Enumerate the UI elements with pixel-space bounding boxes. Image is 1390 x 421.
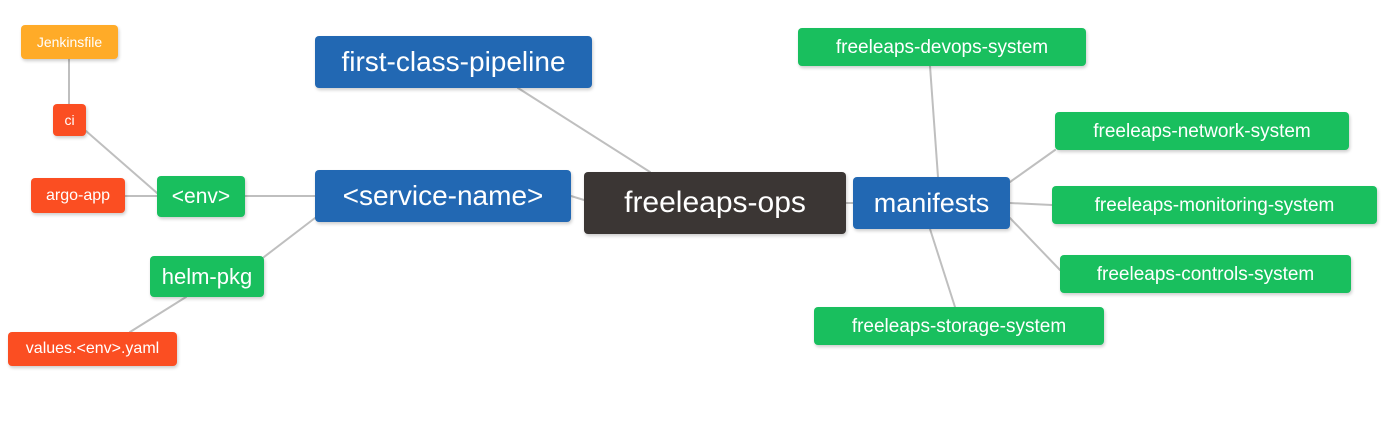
node-first-class-pipeline[interactable]: first-class-pipeline [315,36,592,88]
node-service-name[interactable]: <service-name> [315,170,571,222]
node-label-first-class-pipeline: first-class-pipeline [341,46,566,77]
edge-service-name-to-freeleaps-ops [570,195,585,201]
edge-service-name-to-helm-pkg [263,217,316,258]
edge-helm-pkg-to-values-yaml [129,296,187,333]
node-label-manifests: manifests [873,187,990,218]
node-jenkinsfile[interactable]: Jenkinsfile [21,25,118,59]
node-manifests[interactable]: manifests [853,177,1010,229]
edge-first-class-pipeline-to-freeleaps-ops [517,87,651,173]
edge-manifests-to-freeleaps-devops-system [929,65,939,178]
node-freeleaps-network-system[interactable]: freeleaps-network-system [1055,112,1349,150]
node-label-freeleaps-controls-system: freeleaps-controls-system [1096,263,1315,285]
node-label-ci: ci [64,112,75,128]
node-helm-pkg[interactable]: helm-pkg [150,256,264,297]
edge-manifests-to-freeleaps-network-system [1009,149,1056,183]
node-label-freeleaps-network-system: freeleaps-network-system [1093,120,1311,142]
node-freeleaps-storage-system[interactable]: freeleaps-storage-system [814,307,1104,345]
node-label-service-name: <service-name> [342,180,544,211]
node-argo-app[interactable]: argo-app [31,178,125,213]
edge-manifests-to-freeleaps-monitoring-system [1009,202,1053,206]
edge-manifests-to-freeleaps-controls-system [1009,217,1061,271]
node-label-helm-pkg: helm-pkg [161,263,253,289]
node-label-env: <env> [171,185,231,208]
node-env[interactable]: <env> [157,176,245,217]
node-ci[interactable]: ci [53,104,86,136]
node-label-argo-app: argo-app [45,186,111,204]
node-freeleaps-devops-system[interactable]: freeleaps-devops-system [798,28,1086,66]
node-label-jenkinsfile: Jenkinsfile [36,34,103,50]
node-label-freeleaps-storage-system: freeleaps-storage-system [851,315,1067,337]
node-label-values-yaml: values.<env>.yaml [25,340,160,357]
node-label-freeleaps-ops: freeleaps-ops [624,186,806,219]
edge-manifests-to-freeleaps-storage-system [929,228,956,308]
node-values-yaml[interactable]: values.<env>.yaml [8,332,177,366]
node-freeleaps-monitoring-system[interactable]: freeleaps-monitoring-system [1052,186,1377,224]
node-freeleaps-controls-system[interactable]: freeleaps-controls-system [1060,255,1351,293]
node-label-freeleaps-devops-system: freeleaps-devops-system [835,36,1049,58]
node-label-freeleaps-monitoring-system: freeleaps-monitoring-system [1094,194,1335,216]
node-freeleaps-ops[interactable]: freeleaps-ops [584,172,846,234]
